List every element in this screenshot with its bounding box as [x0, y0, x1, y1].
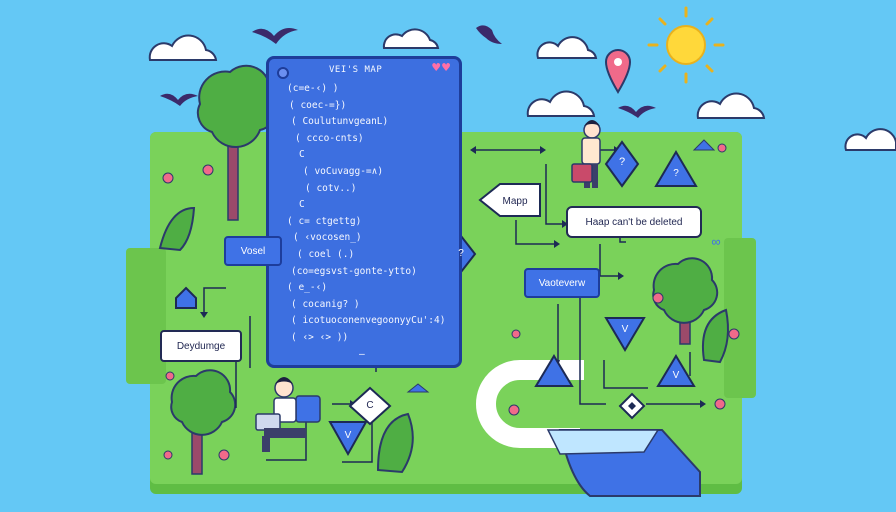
- diamond-c: [348, 386, 392, 426]
- connector-line: [545, 164, 566, 225]
- cloud-icon: [696, 92, 766, 119]
- bush-icon: [702, 308, 729, 364]
- code-panel: VEI'S MAP ♥♥ (c=e-‹) ) ( coec-=}) ( Coulut…: [266, 56, 462, 368]
- flower-icon: [508, 404, 520, 416]
- bird-icon: [160, 93, 198, 106]
- code-line: C: [299, 149, 305, 161]
- person-with-laptop: [255, 377, 321, 452]
- diamond-c-label: C: [366, 400, 374, 411]
- flower-icon: [163, 450, 173, 460]
- flower-icon: [218, 449, 230, 461]
- cloud-icon: [536, 36, 598, 59]
- location-pin-icon: [604, 49, 632, 94]
- cloud-icon: [526, 90, 596, 117]
- code-line: ( icotuoconenvegoonyyCu':4): [291, 315, 446, 327]
- connector-line: [515, 220, 558, 245]
- bird-icon: [618, 105, 656, 118]
- code-line: ( ‹> ‹> )): [291, 332, 349, 343]
- flower-icon: [714, 398, 726, 410]
- code-line: ( ‹vocosen_): [293, 232, 362, 244]
- cloud-icon: [148, 34, 218, 61]
- code-line: (c=e-‹) ): [287, 83, 339, 94]
- code-line: ( ccco-cnts): [295, 132, 364, 144]
- code-line: ( e_-‹): [287, 282, 328, 294]
- bush-icon: [376, 412, 414, 474]
- triangle-top-label: ?: [673, 168, 679, 179]
- flower-icon: [511, 329, 521, 339]
- code-line: C: [299, 199, 305, 211]
- connector-line: [203, 287, 226, 316]
- bush-icon: [158, 206, 196, 252]
- mountain-icon: [406, 383, 430, 393]
- flower-icon: [717, 143, 727, 153]
- cloud-icon: [844, 128, 896, 151]
- triangle-mid: [604, 317, 646, 352]
- connector-line: [603, 360, 648, 389]
- code-line: ( coel (.): [297, 249, 355, 260]
- node-mapp[interactable]: Mapp: [502, 195, 528, 207]
- node-deydumge[interactable]: Deydumge: [160, 330, 242, 362]
- tree-icon: [652, 257, 719, 345]
- infinity-icon: ∞: [711, 234, 721, 249]
- flower-icon: [162, 172, 174, 184]
- window-dot-icon: [277, 67, 289, 79]
- node-vosel[interactable]: Vosel: [224, 236, 282, 266]
- flower-icon: [165, 371, 175, 381]
- triangle-bottom-label: V: [344, 430, 352, 441]
- bird-icon: [252, 28, 298, 44]
- flower-icon: [652, 292, 664, 304]
- node-haap-deleted[interactable]: Haap can't be deleted: [566, 206, 702, 238]
- triangle-top: [654, 150, 698, 187]
- flower-icon: [728, 328, 740, 340]
- code-panel-title: VEI'S MAP: [329, 65, 383, 75]
- code-line: ( c= ctgettg): [287, 215, 362, 227]
- code-line: ( CoulutunvgeanL): [291, 116, 389, 128]
- triangle-mid-label: V: [621, 324, 629, 335]
- code-line: —: [359, 348, 365, 360]
- code-line: ( coec-=}): [289, 99, 347, 111]
- bird-icon: [476, 25, 502, 44]
- node-vaoteverw[interactable]: Vaoteverw: [524, 268, 600, 298]
- arrow-shape: [478, 183, 541, 217]
- small-triangle: [175, 286, 197, 309]
- tree-icon: [170, 369, 237, 475]
- triangle-right-label: V: [672, 370, 680, 381]
- heart-icon: ♥♥: [431, 61, 451, 74]
- diamond-left-label: ?: [458, 248, 464, 259]
- diamond-top-label: ?: [618, 156, 626, 168]
- code-line: ( cocanig? ): [291, 298, 360, 310]
- flower-icon: [202, 164, 214, 176]
- mountain-icon: [692, 139, 716, 151]
- triangle-right: [656, 354, 696, 387]
- triangle-bottom: [328, 421, 368, 457]
- walking-path: [476, 360, 584, 448]
- connector-line: [599, 244, 622, 277]
- triangle-left-mid: [534, 354, 574, 387]
- person-with-suitcase: [571, 120, 601, 188]
- decision-diamond-top: [604, 140, 640, 188]
- code-line: ( cotv..): [305, 182, 357, 194]
- code-line: ( voCuvagg-=∧): [303, 166, 384, 177]
- connector-line: [342, 420, 373, 463]
- code-line: (co=egsvst-gonte-ytto): [291, 265, 417, 277]
- connector-line: [579, 298, 606, 405]
- sun-icon: [647, 6, 725, 84]
- cloud-icon: [382, 28, 440, 49]
